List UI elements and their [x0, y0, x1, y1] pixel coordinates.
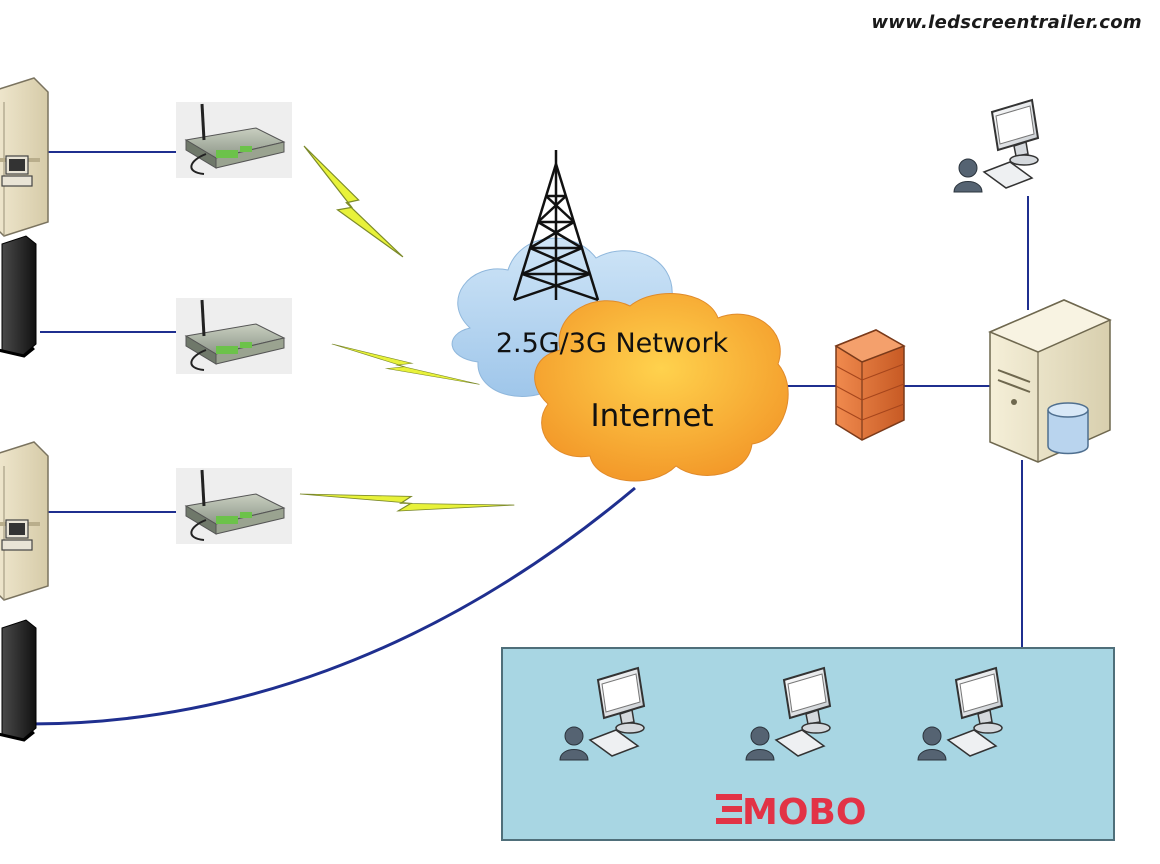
- mobile-network-label: 2.5G/3G Network: [496, 328, 729, 359]
- firewall-icon: [834, 329, 906, 441]
- mobo-logo: MOBO: [716, 792, 866, 833]
- cell-tower-icon: [512, 150, 600, 302]
- led-display-icon: [0, 234, 38, 358]
- lightning-icon: [292, 145, 414, 258]
- router-icon: [174, 466, 294, 546]
- router-icon: [174, 296, 294, 376]
- lightning-icon: [299, 449, 516, 550]
- watermark: www.ledscreentrailer.com: [871, 12, 1142, 33]
- user-workstation-icon: [953, 99, 1039, 193]
- network-links: [29, 151, 1029, 726]
- led-display-icon: [0, 618, 38, 742]
- desktop-pc-icon: [0, 441, 49, 601]
- internet-label: Internet: [590, 398, 713, 434]
- database-icon: [1047, 402, 1089, 455]
- router-icon: [174, 100, 294, 180]
- desktop-pc-icon: [0, 77, 49, 237]
- logo-text: MOBO: [742, 792, 866, 833]
- link-led2-internet: [29, 486, 636, 726]
- internet-cloud: [534, 293, 789, 482]
